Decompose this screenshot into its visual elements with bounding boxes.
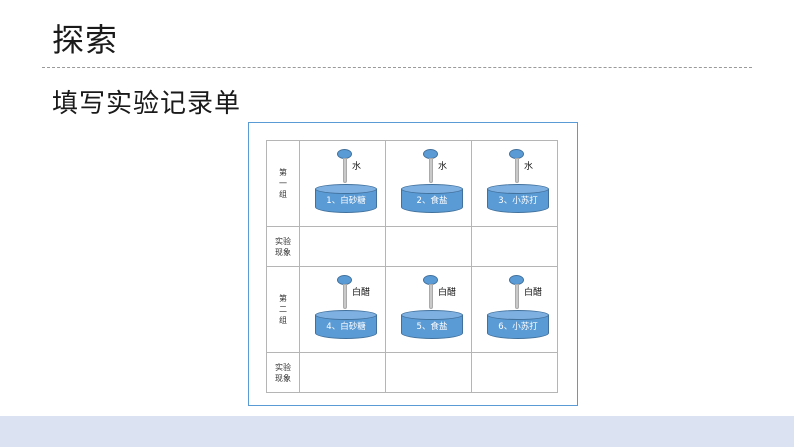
liquid-label: 白醋 <box>352 288 371 298</box>
cup-rim-icon <box>315 310 377 320</box>
dropper-tube-icon <box>429 158 433 183</box>
dropper-tube-icon <box>515 158 519 183</box>
experiment-setup: 水 2、食盐 <box>386 141 472 226</box>
dropper-tube-icon <box>515 284 519 309</box>
observation-cell[interactable] <box>385 352 472 393</box>
substance-label: 2、食盐 <box>416 196 448 206</box>
experiment-setup: 水 3、小苏打 <box>472 141 558 226</box>
experiment-setup-cell: 白醋 4、白砂糖 <box>299 266 386 353</box>
liquid-label: 白醋 <box>524 288 543 298</box>
experiment-setup: 白醋 4、白砂糖 <box>300 267 386 352</box>
liquid-label: 水 <box>438 162 448 172</box>
table-row: 第 一 组 水 1、白砂糖 水 <box>266 140 558 227</box>
cup-rim-icon <box>315 184 377 194</box>
table-row: 实验 现象 <box>266 226 558 267</box>
dropper-tube-icon <box>343 284 347 309</box>
cup-rim-icon <box>487 184 549 194</box>
observation-cell[interactable] <box>299 226 386 267</box>
record-sheet-card: 第 一 组 水 1、白砂糖 水 <box>248 122 578 406</box>
observation-cell[interactable] <box>299 352 386 393</box>
dashed-divider <box>42 67 752 68</box>
experiment-setup: 白醋 5、食盐 <box>386 267 472 352</box>
slide-title: 探索 <box>52 21 119 59</box>
dropper-tube-icon <box>343 158 347 183</box>
liquid-label: 水 <box>352 162 362 172</box>
substance-label: 5、食盐 <box>416 322 448 332</box>
observation-cell[interactable] <box>471 226 558 267</box>
experiment-setup-cell: 水 3、小苏打 <box>471 140 558 227</box>
cup-icon <box>315 189 377 213</box>
group-label: 第 二 组 <box>266 266 300 353</box>
observation-label: 实验 现象 <box>266 352 300 393</box>
footer-band <box>0 416 794 447</box>
table-row: 实验 现象 <box>266 352 558 393</box>
cup-rim-icon <box>401 310 463 320</box>
substance-label: 4、白砂糖 <box>326 322 366 332</box>
group-label: 第 一 组 <box>266 140 300 227</box>
cup-icon <box>487 189 549 213</box>
dropper-tube-icon <box>429 284 433 309</box>
cup-rim-icon <box>487 310 549 320</box>
substance-label: 3、小苏打 <box>498 196 538 206</box>
experiment-setup-cell: 白醋 5、食盐 <box>385 266 472 353</box>
experiment-setup-cell: 白醋 6、小苏打 <box>471 266 558 353</box>
experiment-setup: 水 1、白砂糖 <box>300 141 386 226</box>
experiment-setup-cell: 水 2、食盐 <box>385 140 472 227</box>
substance-label: 1、白砂糖 <box>326 196 366 206</box>
liquid-label: 水 <box>524 162 534 172</box>
experiment-setup-cell: 水 1、白砂糖 <box>299 140 386 227</box>
observation-cell[interactable] <box>385 226 472 267</box>
observation-label: 实验 现象 <box>266 226 300 267</box>
record-table: 第 一 组 水 1、白砂糖 水 <box>266 140 558 393</box>
cup-rim-icon <box>401 184 463 194</box>
substance-label: 6、小苏打 <box>498 322 538 332</box>
slide-subtitle: 填写实验记录单 <box>52 89 242 119</box>
liquid-label: 白醋 <box>438 288 457 298</box>
observation-cell[interactable] <box>471 352 558 393</box>
experiment-setup: 白醋 6、小苏打 <box>472 267 558 352</box>
table-row: 第 二 组 白醋 4、白砂糖 白醋 <box>266 266 558 353</box>
